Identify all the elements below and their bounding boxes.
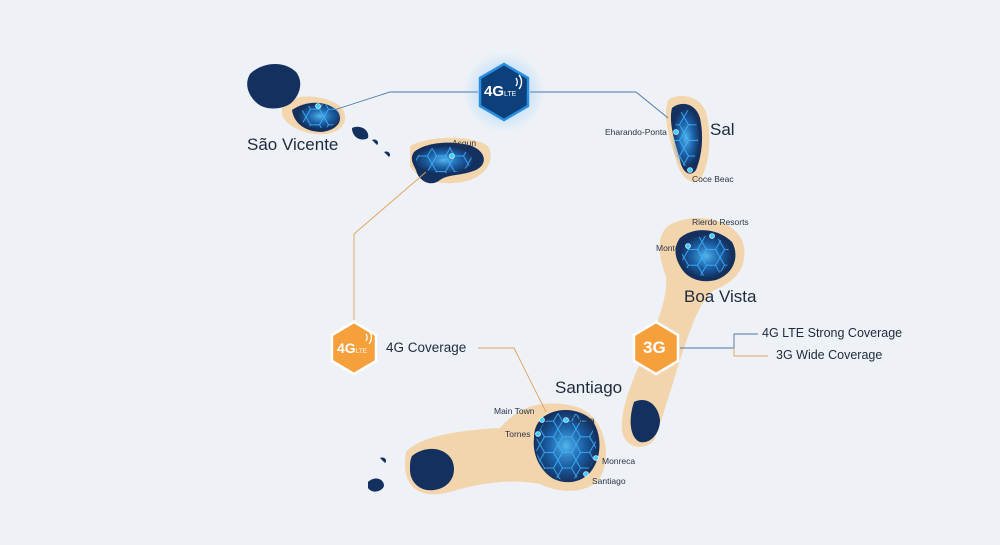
hex-mesh-sao-vicente [300,104,340,128]
town-label-monto: Monto [656,243,680,253]
islet-4 [380,457,387,463]
islet-brava [368,478,384,492]
town-markers [315,103,715,477]
island-santo-antao [247,63,301,109]
legend-4g-coverage: 4G Coverage [386,340,467,355]
town-label-asgun: Asgun [452,138,477,148]
town-label-eharando-ponta: Eharando-Ponta [605,127,667,137]
hex-mesh-sao-nicolau [416,147,472,173]
badge-4g-lte-left [330,320,378,376]
badge-3g-right [632,320,680,376]
island-label-sao-vicente: São Vicente [247,135,339,154]
connector-4g-coverage [478,347,547,413]
island-label-santiago: Santiago [555,378,623,397]
town-marker-rierdo-resorts [709,233,715,239]
island-fogo [410,448,454,491]
islet-3 [384,151,391,157]
coverage-4g-layer [298,103,732,482]
town-marker-asgun [449,153,455,159]
town-marker-coce-beac [687,167,693,173]
badge-4g-lte-top-sub: LTE [504,91,517,98]
badge-4g-lte-top [464,52,544,132]
legend-4g-lte-strong: 4G LTE Strong Coverage [762,326,903,340]
town-marker-monreca [593,455,599,461]
badge-4g-lte-left-main: 4G [337,340,356,356]
town-marker-sao-vicente [315,103,321,109]
island-label-boa-vista: Boa Vista [684,287,757,306]
island-maio [630,400,660,443]
connector-top-left [333,91,478,111]
town-label-monreca: Monreca [602,456,636,466]
town-marker-main-town [539,417,545,423]
hex-mesh-sal [674,110,698,166]
town-marker-santiago [583,471,589,477]
connector-top-right [530,91,669,119]
town-label-cacaa: Cacaa [570,415,595,425]
connectors [333,91,768,413]
town-marker-tornes [535,431,541,437]
signal-icon [515,74,523,90]
connector-3g-legend-2 [733,348,768,357]
town-marker-monto [685,243,691,249]
island-label-sal: Sal [710,120,735,139]
signal-icon [365,330,373,345]
islet-2 [372,139,379,145]
town-label-tornes: Tornes [505,429,531,439]
hex-mesh-santiago [536,412,596,480]
town-label-santiago: Santiago [592,476,626,486]
badge-4g-lte-top-label: 4GLTE [484,83,516,100]
town-label-coce-beac: Coce Beac [692,174,734,184]
islet-1 [352,126,369,140]
badge-4g-lte-left-sub: LTE [355,348,368,355]
badge-4g-lte-top-main: 4G [484,83,505,100]
town-marker-cacaa [563,417,569,423]
town-label-rierdo-resorts: Rierdo Resorts [692,217,749,227]
badge-4g-lte-left-label: 4GLTE [337,340,367,356]
town-label-main-town: Main Town [494,406,535,416]
badge-3g-label: 3G [643,338,666,357]
connector-left-4g [353,171,427,320]
legend-3g-wide: 3G Wide Coverage [776,348,883,362]
town-marker-eharando-ponta [673,129,679,135]
connector-3g-legend [680,333,758,349]
hex-mesh-boa-vista [682,236,730,276]
